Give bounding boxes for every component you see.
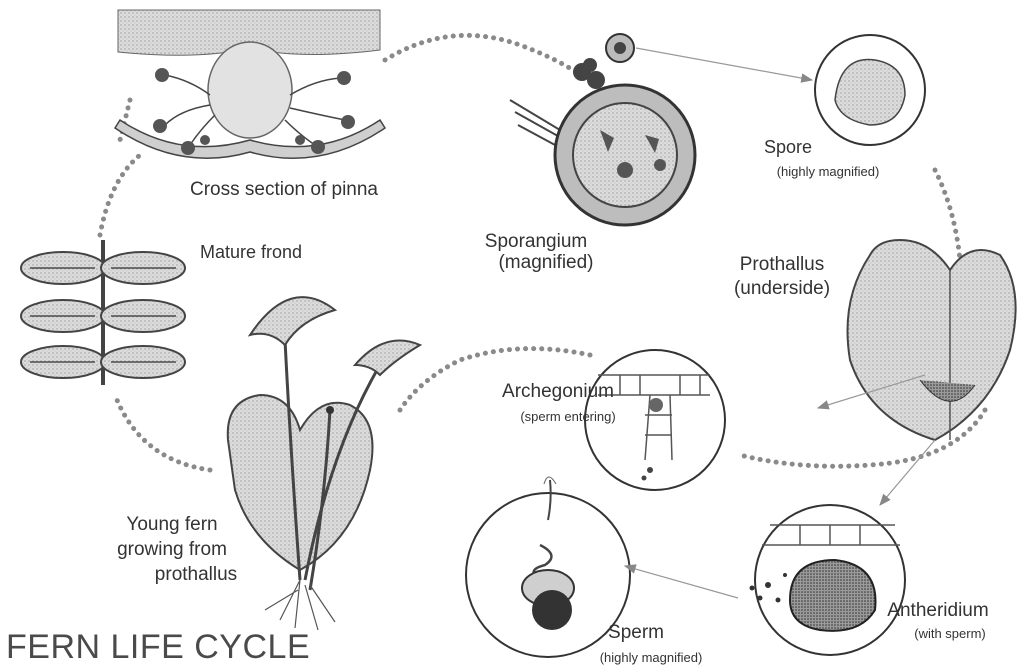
label-spore: Spore xyxy=(764,137,812,157)
label-sperm-sub: (highly magnified) xyxy=(600,650,703,665)
label-mature-frond: Mature frond xyxy=(200,242,302,262)
label-young-fern-1: Young fern xyxy=(126,514,217,535)
label-sperm: Sperm xyxy=(608,622,664,643)
pinna-cross-section xyxy=(115,10,385,158)
label-young-fern-3: prothallus xyxy=(155,564,237,585)
label-spore-sub: (highly magnified) xyxy=(777,164,880,179)
label-antheridium-sub: (with sperm) xyxy=(914,626,986,641)
label-antheridium: Antheridium xyxy=(887,600,988,621)
sperm-illustration xyxy=(466,477,738,657)
mature-frond-illustration xyxy=(21,240,185,385)
diagram-title: FERN LIFE CYCLE xyxy=(6,628,310,667)
label-prothallus-sub: (underside) xyxy=(734,278,830,299)
label-sporangium-sub: (magnified) xyxy=(498,252,593,273)
label-cross-section: Cross section of pinna xyxy=(190,179,378,200)
sporangium-illustration xyxy=(510,34,695,225)
young-fern-illustration xyxy=(228,297,420,630)
label-sporangium: Sporangium xyxy=(485,231,587,252)
antheridium-illustration xyxy=(750,505,906,655)
label-prothallus: Prothallus xyxy=(740,254,825,275)
label-young-fern-2: growing from xyxy=(117,539,227,560)
label-archegonium: Archegonium xyxy=(502,381,614,402)
label-archegonium-sub: (sperm entering) xyxy=(520,409,615,424)
